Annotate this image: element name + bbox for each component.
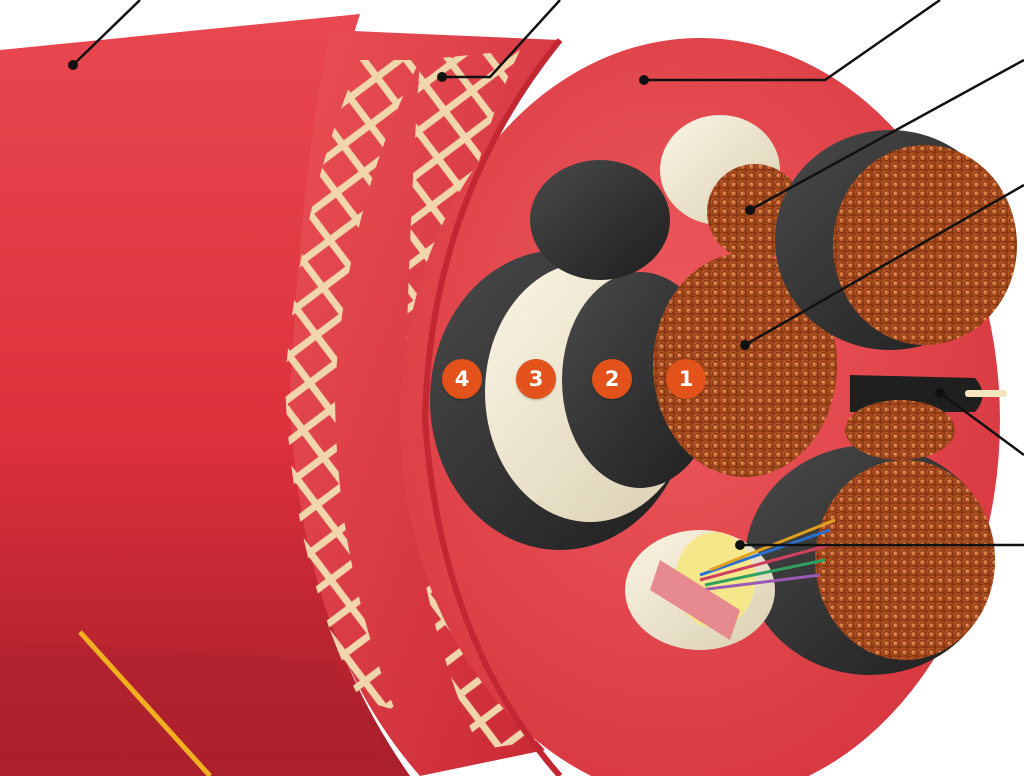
upper-core-sheath: [530, 160, 670, 280]
layer-badge-3: 3: [516, 359, 556, 399]
layer-badge-2: 2: [592, 359, 632, 399]
upper-right-conductor: [833, 145, 1017, 345]
earth-conductor-strands: [845, 400, 955, 460]
layer-badge-4: 4: [442, 359, 482, 399]
lower-right-conductor: [815, 460, 995, 660]
pilot-core-tip: [965, 390, 1007, 397]
layer-badge-1: 1: [666, 359, 706, 399]
